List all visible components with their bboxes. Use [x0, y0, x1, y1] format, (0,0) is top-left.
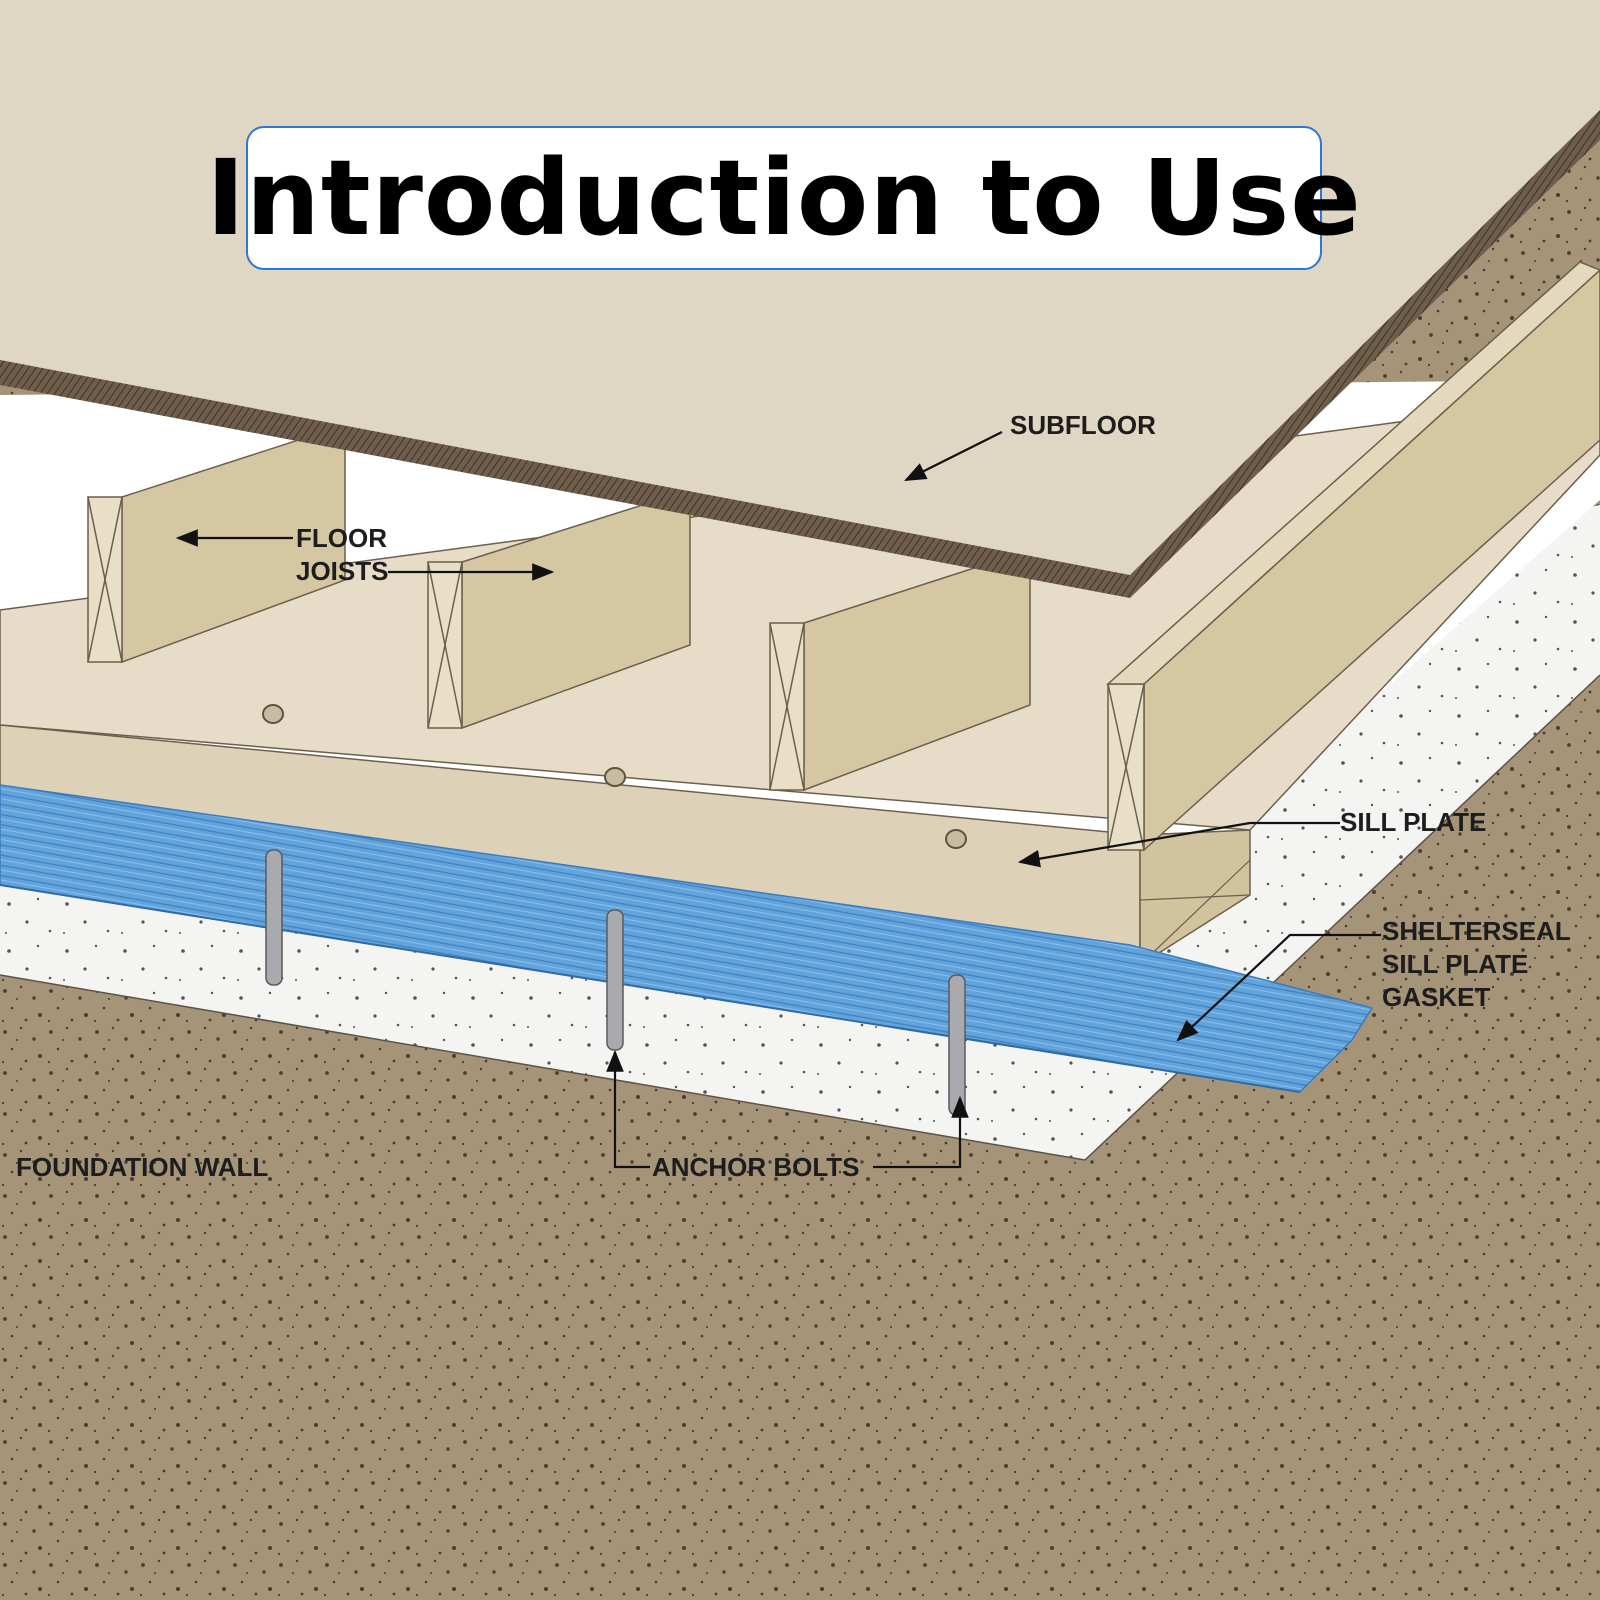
page-title: Introduction to Use — [206, 137, 1362, 259]
label-floor-joists-line1: FLOOR — [296, 523, 387, 553]
leader-lines — [175, 431, 1381, 1169]
title-banner: Introduction to Use — [206, 126, 1361, 270]
label-subfloor: SUBFLOOR — [1010, 410, 1156, 440]
bolt-hole — [262, 704, 284, 724]
label-floor-joists-line2: JOISTS — [296, 556, 389, 586]
label-foundation-wall: FOUNDATION WALL — [16, 1152, 269, 1182]
sill-plate-gasket — [0, 784, 1374, 1093]
label-sill-plate: SILL PLATE — [1340, 807, 1487, 837]
floor-joist — [87, 261, 1600, 852]
label-gasket-line3: GASKET — [1382, 982, 1491, 1012]
bolt-hole — [945, 829, 967, 849]
label-anchor-bolts: ANCHOR BOLTS — [652, 1152, 860, 1182]
bolt-hole — [604, 767, 626, 787]
label-gasket-line1: SHELTERSEAL — [1382, 916, 1571, 946]
label-gasket-line2: SILL PLATE — [1382, 949, 1529, 979]
